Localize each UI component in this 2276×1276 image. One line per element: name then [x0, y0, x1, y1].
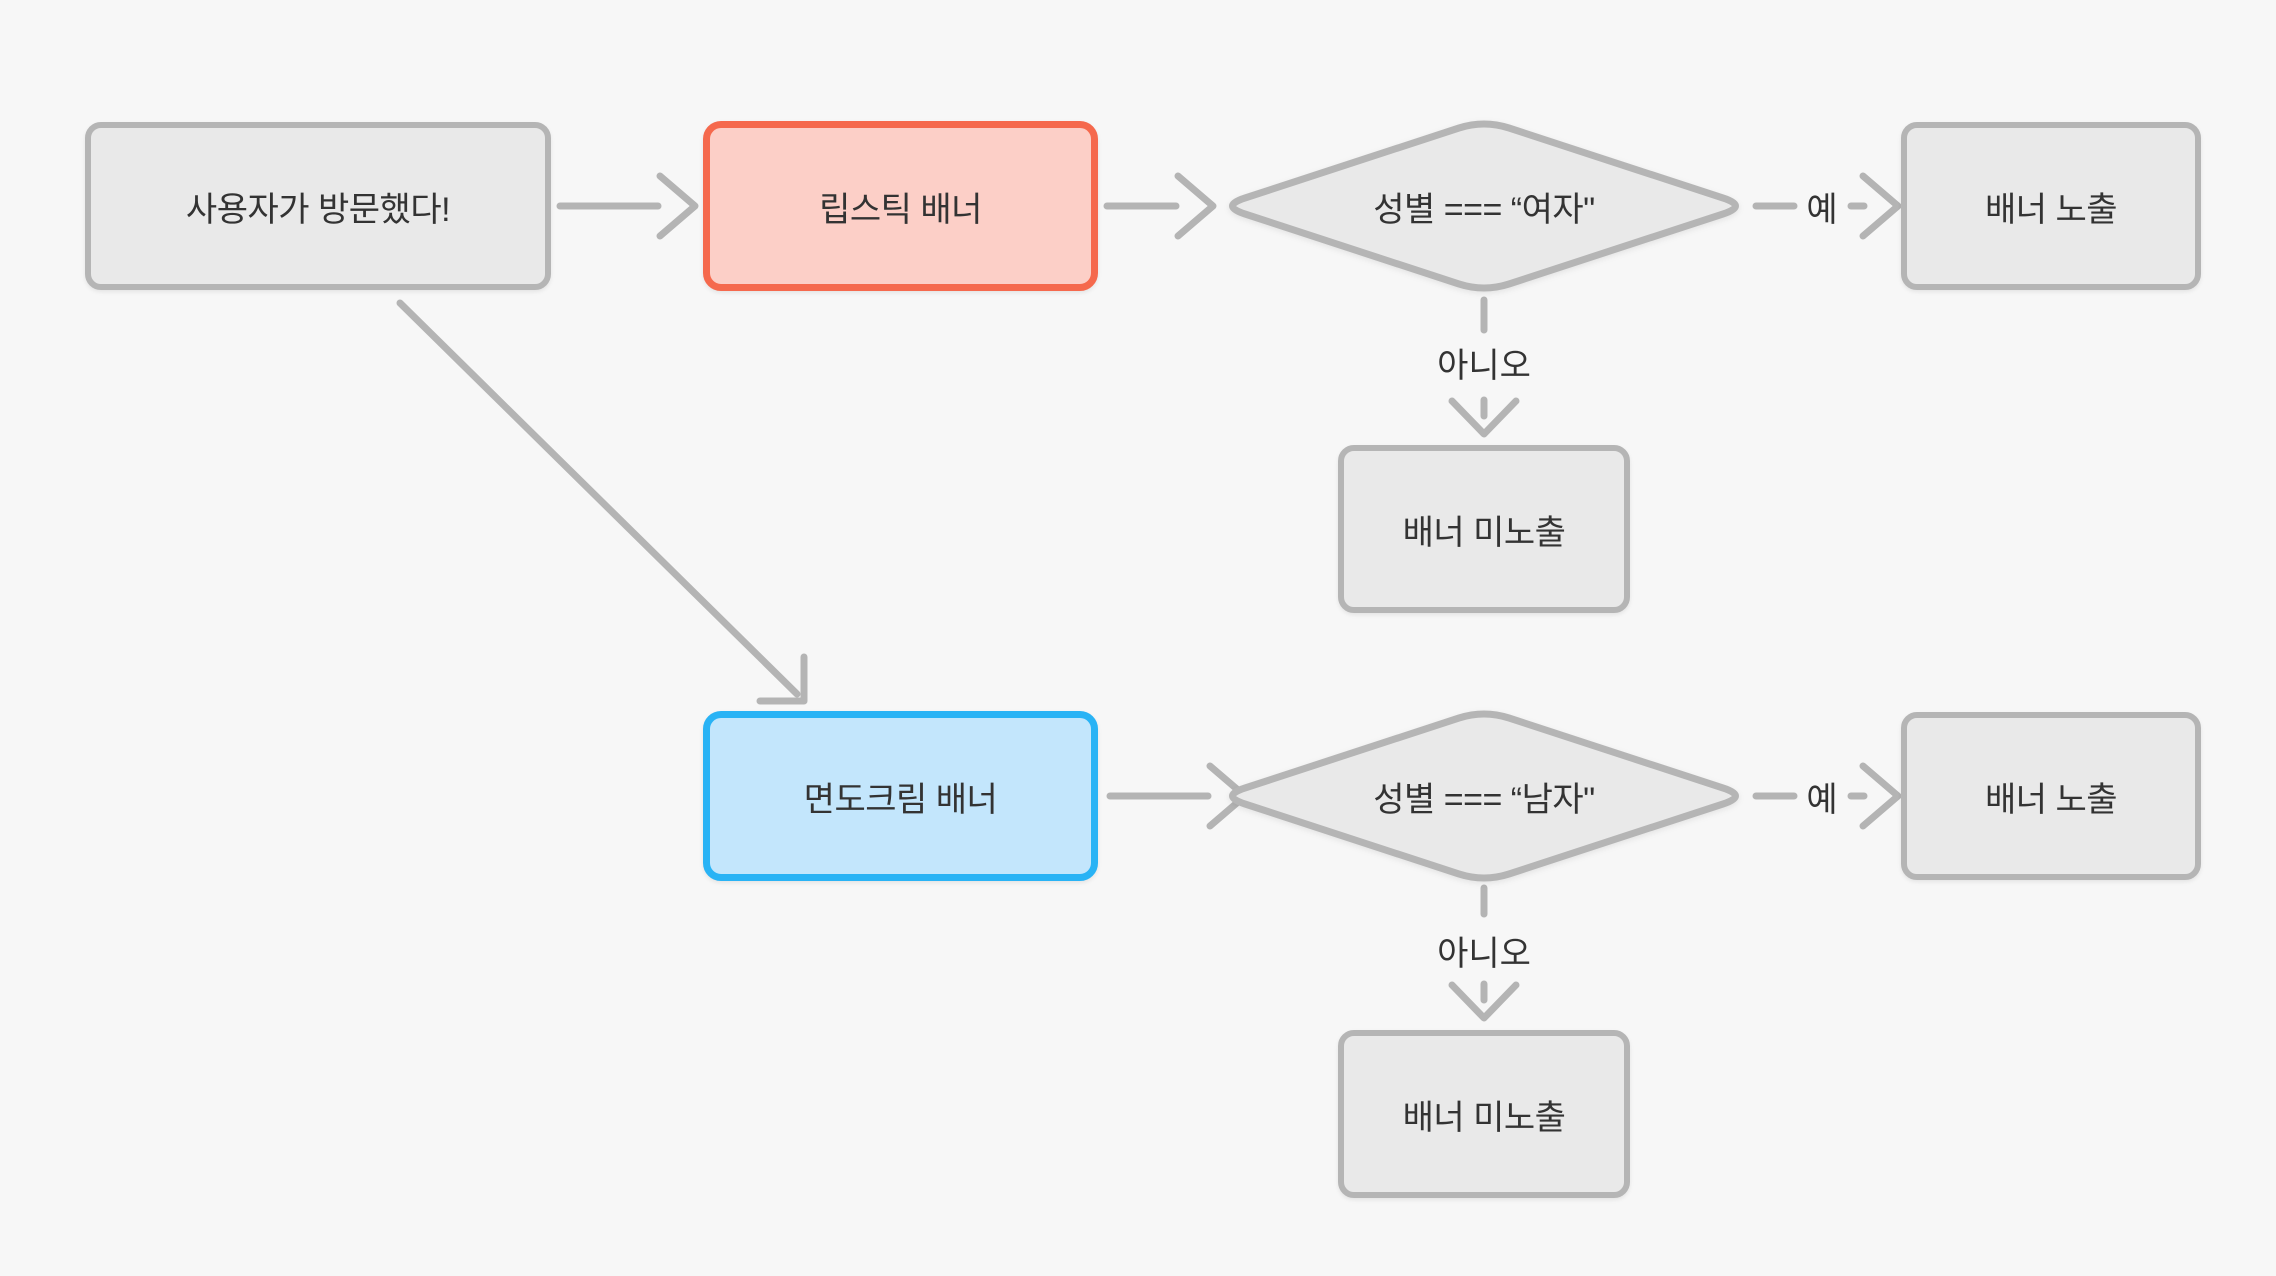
- node-banner-show-female[interactable]: 배너 노출: [1901, 122, 2201, 290]
- node-banner-show-female-label: 배너 노출: [1984, 190, 2118, 229]
- node-banner-hide-male-label: 배너 미노출: [1402, 1098, 1566, 1137]
- edge-start-to-shaving: [396, 299, 801, 698]
- arrowhead-start-to-lipstick: [656, 172, 699, 240]
- node-shaving-banner[interactable]: 면도크림 배너: [703, 711, 1098, 881]
- decision-diamond-male[interactable]: [1229, 710, 1739, 882]
- node-lipstick-banner-label: 립스틱 배너: [819, 190, 982, 229]
- node-user-visited[interactable]: 사용자가 방문했다!: [85, 122, 551, 290]
- node-user-visited-label: 사용자가 방문했다!: [185, 190, 451, 229]
- node-lipstick-banner[interactable]: 립스틱 배너: [703, 121, 1098, 291]
- node-banner-hide-female[interactable]: 배너 미노출: [1338, 445, 1630, 613]
- arrowhead-female-no: [1448, 397, 1520, 438]
- edge-label-no-female: 아니오: [1437, 346, 1531, 385]
- node-banner-show-male-label: 배너 노출: [1984, 780, 2118, 819]
- arrowhead-start-to-shaving: [756, 653, 808, 705]
- node-shaving-banner-label: 면도크림 배너: [803, 780, 998, 819]
- arrowhead-male-yes: [1859, 762, 1902, 830]
- decision-diamond-female[interactable]: [1229, 120, 1739, 292]
- arrowhead-female-yes: [1859, 172, 1902, 240]
- node-banner-hide-female-label: 배너 미노출: [1402, 513, 1566, 552]
- node-banner-hide-male[interactable]: 배너 미노출: [1338, 1030, 1630, 1198]
- arrowhead-lipstick-to-decision: [1174, 172, 1217, 240]
- edge-label-no-male: 아니오: [1437, 934, 1531, 973]
- edge-label-yes-male: 예: [1806, 780, 1838, 819]
- node-banner-show-male[interactable]: 배너 노출: [1901, 712, 2201, 880]
- arrowhead-male-no: [1448, 981, 1520, 1022]
- edge-label-yes-female: 예: [1806, 190, 1838, 229]
